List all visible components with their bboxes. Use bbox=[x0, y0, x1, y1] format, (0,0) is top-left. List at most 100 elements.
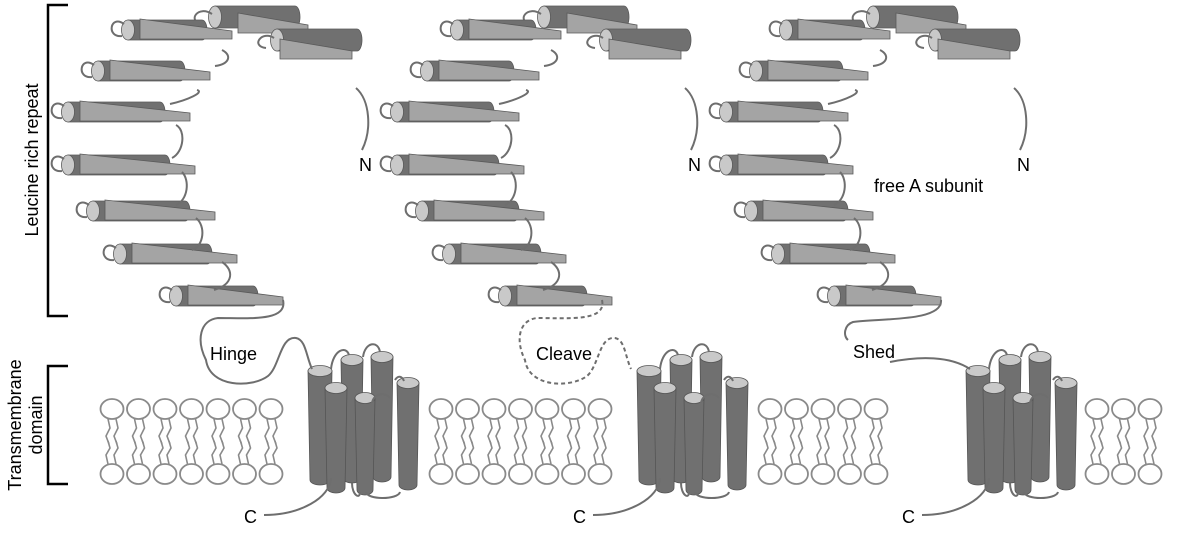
lrr-repeat bbox=[50, 153, 196, 176]
transmembrane-bundle bbox=[965, 343, 1078, 499]
panel-hinge: C N Hinge bbox=[50, 5, 420, 527]
beta-strand bbox=[79, 153, 196, 175]
tm-bracket bbox=[46, 364, 68, 486]
beta-strand bbox=[109, 59, 211, 81]
beta-strand bbox=[408, 100, 520, 122]
beta-strand bbox=[131, 242, 238, 264]
beta-strand bbox=[438, 59, 540, 81]
beta-strand bbox=[516, 284, 613, 306]
lrr-repeat bbox=[768, 18, 891, 41]
lrr-repeat bbox=[439, 18, 562, 41]
lipid-molecule bbox=[508, 398, 533, 485]
lrr-repeat bbox=[760, 242, 896, 265]
beta-strand bbox=[408, 153, 525, 175]
tm-label-line1: Transmembrane bbox=[5, 359, 25, 490]
n-terminus-label: N bbox=[1017, 155, 1030, 175]
lipid-molecule bbox=[455, 398, 480, 485]
panel-shed: C N Shed free A subunit bbox=[708, 5, 1078, 527]
n-terminus-label: N bbox=[359, 155, 372, 175]
lrr-repeat bbox=[404, 199, 545, 222]
beta-strand bbox=[737, 153, 854, 175]
lrr-label: Leucine rich repeat bbox=[22, 83, 42, 236]
panel-cleave: C N Cleave bbox=[379, 5, 749, 527]
lrr-repeat bbox=[409, 59, 540, 82]
lipid-molecule bbox=[784, 398, 809, 485]
leucine-rich-repeat-domain bbox=[50, 5, 370, 307]
lrr-repeat bbox=[80, 59, 211, 82]
lrr-repeat bbox=[431, 242, 567, 265]
lipid-molecule bbox=[428, 398, 454, 485]
lrr-repeat bbox=[379, 153, 525, 176]
lrr-repeat bbox=[75, 199, 216, 222]
leucine-rich-repeat-domain bbox=[379, 5, 699, 307]
lrr-repeat bbox=[102, 242, 238, 265]
lipid-molecule bbox=[1084, 398, 1110, 485]
lrr-repeat bbox=[487, 284, 613, 307]
lrr-bracket bbox=[46, 3, 68, 318]
lipid-molecule bbox=[126, 398, 151, 485]
lrr-repeat bbox=[816, 284, 942, 307]
transmembrane-bundle bbox=[636, 343, 749, 499]
lipid-molecule bbox=[258, 398, 284, 485]
beta-strand bbox=[279, 38, 353, 60]
lrr-repeat bbox=[738, 59, 869, 82]
lrr-repeat bbox=[158, 284, 284, 307]
lipid-molecule bbox=[232, 398, 257, 485]
lrr-repeat bbox=[379, 100, 520, 123]
beta-strand bbox=[79, 100, 191, 122]
beta-strand bbox=[139, 18, 233, 40]
lipid-molecule bbox=[863, 398, 889, 485]
tm-helix bbox=[653, 382, 677, 494]
lipid-bilayers bbox=[99, 398, 1163, 485]
lipid-molecule bbox=[561, 398, 586, 485]
beta-strand bbox=[608, 38, 682, 60]
hinge-label: Hinge bbox=[210, 344, 257, 364]
lipid-molecule bbox=[481, 398, 507, 485]
transmembrane-bundle bbox=[307, 343, 420, 499]
tm-helix bbox=[683, 392, 705, 496]
tm-helix bbox=[396, 377, 420, 491]
lrr-repeat bbox=[708, 153, 854, 176]
beta-strand bbox=[762, 199, 874, 221]
tm-label-line2: domain bbox=[26, 395, 46, 454]
tm-helix bbox=[982, 382, 1006, 494]
domain-brackets bbox=[46, 3, 68, 486]
tm-helix bbox=[1012, 392, 1034, 496]
lipid-molecule bbox=[757, 398, 783, 485]
beta-strand bbox=[737, 100, 849, 122]
c-terminus-label: C bbox=[902, 507, 915, 527]
lipid-molecule bbox=[1137, 398, 1163, 485]
lrr-repeat bbox=[708, 100, 849, 123]
beta-strand bbox=[789, 242, 896, 264]
cleave-label: Cleave bbox=[536, 344, 592, 364]
lipid-molecule bbox=[152, 398, 178, 485]
lipid-molecule bbox=[534, 398, 560, 485]
tm-helix bbox=[354, 392, 376, 496]
c-terminus-label: C bbox=[244, 507, 257, 527]
lrr-repeat bbox=[733, 199, 874, 222]
lipid-molecule bbox=[810, 398, 836, 485]
lipid-molecule bbox=[837, 398, 862, 485]
c-terminus-label: C bbox=[573, 507, 586, 527]
tm-helix bbox=[1054, 377, 1078, 491]
beta-strand bbox=[468, 18, 562, 40]
lrr-repeat bbox=[110, 18, 233, 41]
beta-strand bbox=[767, 59, 869, 81]
lrr-repeat bbox=[50, 100, 191, 123]
leucine-rich-repeat-domain bbox=[708, 5, 1028, 307]
lipid-molecule bbox=[179, 398, 204, 485]
shed-label: Shed bbox=[853, 342, 895, 362]
free-a-subunit-label: free A subunit bbox=[874, 176, 983, 196]
tm-helix bbox=[725, 377, 749, 491]
lipid-molecule bbox=[205, 398, 231, 485]
beta-strand bbox=[797, 18, 891, 40]
n-terminus-label: N bbox=[688, 155, 701, 175]
beta-strand bbox=[460, 242, 567, 264]
lipid-molecule bbox=[99, 398, 125, 485]
lipid-molecule bbox=[587, 398, 613, 485]
tm-helix bbox=[324, 382, 348, 494]
lipid-molecule bbox=[1111, 398, 1136, 485]
beta-strand bbox=[104, 199, 216, 221]
